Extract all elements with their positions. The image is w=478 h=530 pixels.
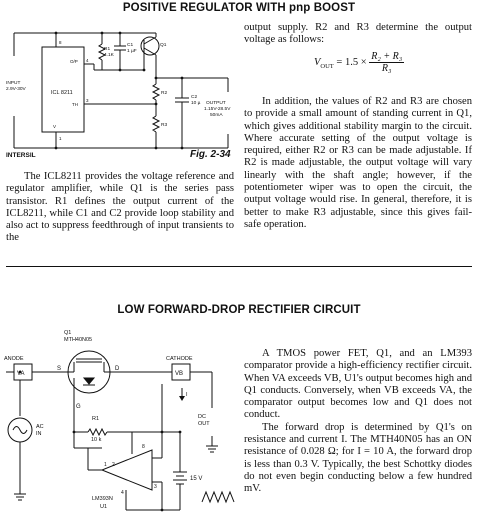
eq-lhs: V <box>314 56 321 68</box>
r1-resistor <box>97 43 107 61</box>
cathode-label: CATHODE <box>166 356 193 362</box>
r1-label: R1 <box>104 46 110 52</box>
r3-label: R3 <box>161 122 167 128</box>
section1-right-paragraph-1: output supply. R2 and R3 determine the o… <box>244 22 472 46</box>
ic-pin4: 4 <box>86 58 89 63</box>
rectifier-schematic: Q1 MTH40N05 ANODE CATHODE VA VB S D G R1… <box>4 330 235 512</box>
pin3: 3 <box>154 484 157 490</box>
ic-pin-v: V <box>53 124 56 129</box>
ac-in-2: IN <box>36 431 42 437</box>
section1-right-paragraph-2: In addition, the values of R2 and R3 are… <box>244 96 472 230</box>
pulse-waveform <box>201 490 235 504</box>
section1-right-text: output supply. R2 and R3 determine the o… <box>244 22 472 47</box>
eq-numerator: R₂ + R₃ <box>369 51 405 63</box>
section1-left-text: The ICL8211 provides the voltage referen… <box>6 171 234 245</box>
q1-transistor <box>140 36 160 56</box>
r1-label: R1 <box>92 416 99 422</box>
section2-title: LOW FORWARD-DROP RECTIFIER CIRCUIT <box>117 304 361 316</box>
eq-sub: OUT <box>320 63 334 70</box>
vb-label: VB <box>175 371 183 377</box>
comparator-u1 <box>100 449 153 491</box>
c2-label: C2 <box>191 94 197 100</box>
ic-pin8: 8 <box>59 40 62 45</box>
pin8: 8 <box>142 444 145 450</box>
output-current: 50mA <box>210 112 223 118</box>
ic-pin3: 3 <box>86 98 89 103</box>
current-label: I <box>186 392 188 398</box>
c2-value: 10 µ <box>191 100 201 106</box>
section2-text: A TMOS power FET, Q1, and an LM393 compa… <box>244 348 472 496</box>
section2-paragraph-1: A TMOS power FET, Q1, and an LM393 compa… <box>244 348 472 421</box>
anode-label: ANODE <box>4 356 24 362</box>
gate-pin: G <box>76 404 81 410</box>
source-pin: S <box>57 366 61 372</box>
r3-resistor <box>151 115 161 133</box>
u1-part: LM393N <box>92 496 113 502</box>
output-label: OUTPUT <box>206 100 226 106</box>
dc-out-2: OUT <box>198 421 210 427</box>
dc-out-1: DC <box>198 414 206 420</box>
ic-pin1: 1 <box>59 136 62 141</box>
regulator-schematic: ICL 8211 R1 4.1K C1 1 µF Q1 R2 R3 C2 10 … <box>6 31 231 150</box>
q1-label: Q1 <box>160 42 167 48</box>
input-range: 2.9V-30V <box>6 86 27 92</box>
output-voltage-equation: VOUT = 1.5 × R₂ + R₃ R₃ <box>314 51 405 74</box>
r1-value: 10 k <box>91 437 102 443</box>
ic-label: ICL 8211 <box>51 90 73 96</box>
source-credit: INTERSIL <box>6 152 36 159</box>
drain-pin: D <box>115 366 120 372</box>
section1-title: POSITIVE REGULATOR WITH pnp BOOST <box>122 2 356 14</box>
eq-denominator: R₃ <box>381 63 392 74</box>
ac-in-1: AC <box>36 424 44 430</box>
q1-part: MTH40N05 <box>64 337 92 343</box>
pin1: 1 <box>104 462 107 468</box>
ic-pin-op: O/P <box>70 59 78 64</box>
u1-label: U1 <box>100 504 107 510</box>
section1-left-paragraph: The ICL8211 provides the voltage referen… <box>6 171 234 244</box>
section1-right-text-2: In addition, the values of R2 and R3 are… <box>244 96 472 231</box>
eq-mid: = 1.5 × <box>333 56 367 68</box>
pin4: 4 <box>121 490 124 496</box>
r1-value: 4.1K <box>104 52 115 58</box>
va-label: VA <box>17 371 25 377</box>
q1-label: Q1 <box>64 330 71 336</box>
r2-resistor <box>151 83 161 101</box>
body-diode <box>82 377 96 385</box>
output-range: 1.15V-28.5V <box>204 106 231 112</box>
input-label: INPUT <box>6 80 20 86</box>
eq-fraction: R₂ + R₃ R₃ <box>369 51 405 74</box>
supply-voltage: 15 V <box>190 476 202 482</box>
r2-label: R2 <box>161 90 167 96</box>
c1-value: 1 µF <box>127 48 137 54</box>
ic-pin-th: TH <box>72 102 78 107</box>
section2-paragraph-2: The forward drop is determined by Q1's o… <box>244 421 472 495</box>
c1-label: C1 <box>127 42 133 48</box>
r1-resistor <box>87 427 108 437</box>
pin2: 2 <box>112 462 115 468</box>
ic-box <box>41 46 85 133</box>
section-divider <box>6 266 472 267</box>
figure-label: Fig. 2-34 <box>190 149 231 160</box>
